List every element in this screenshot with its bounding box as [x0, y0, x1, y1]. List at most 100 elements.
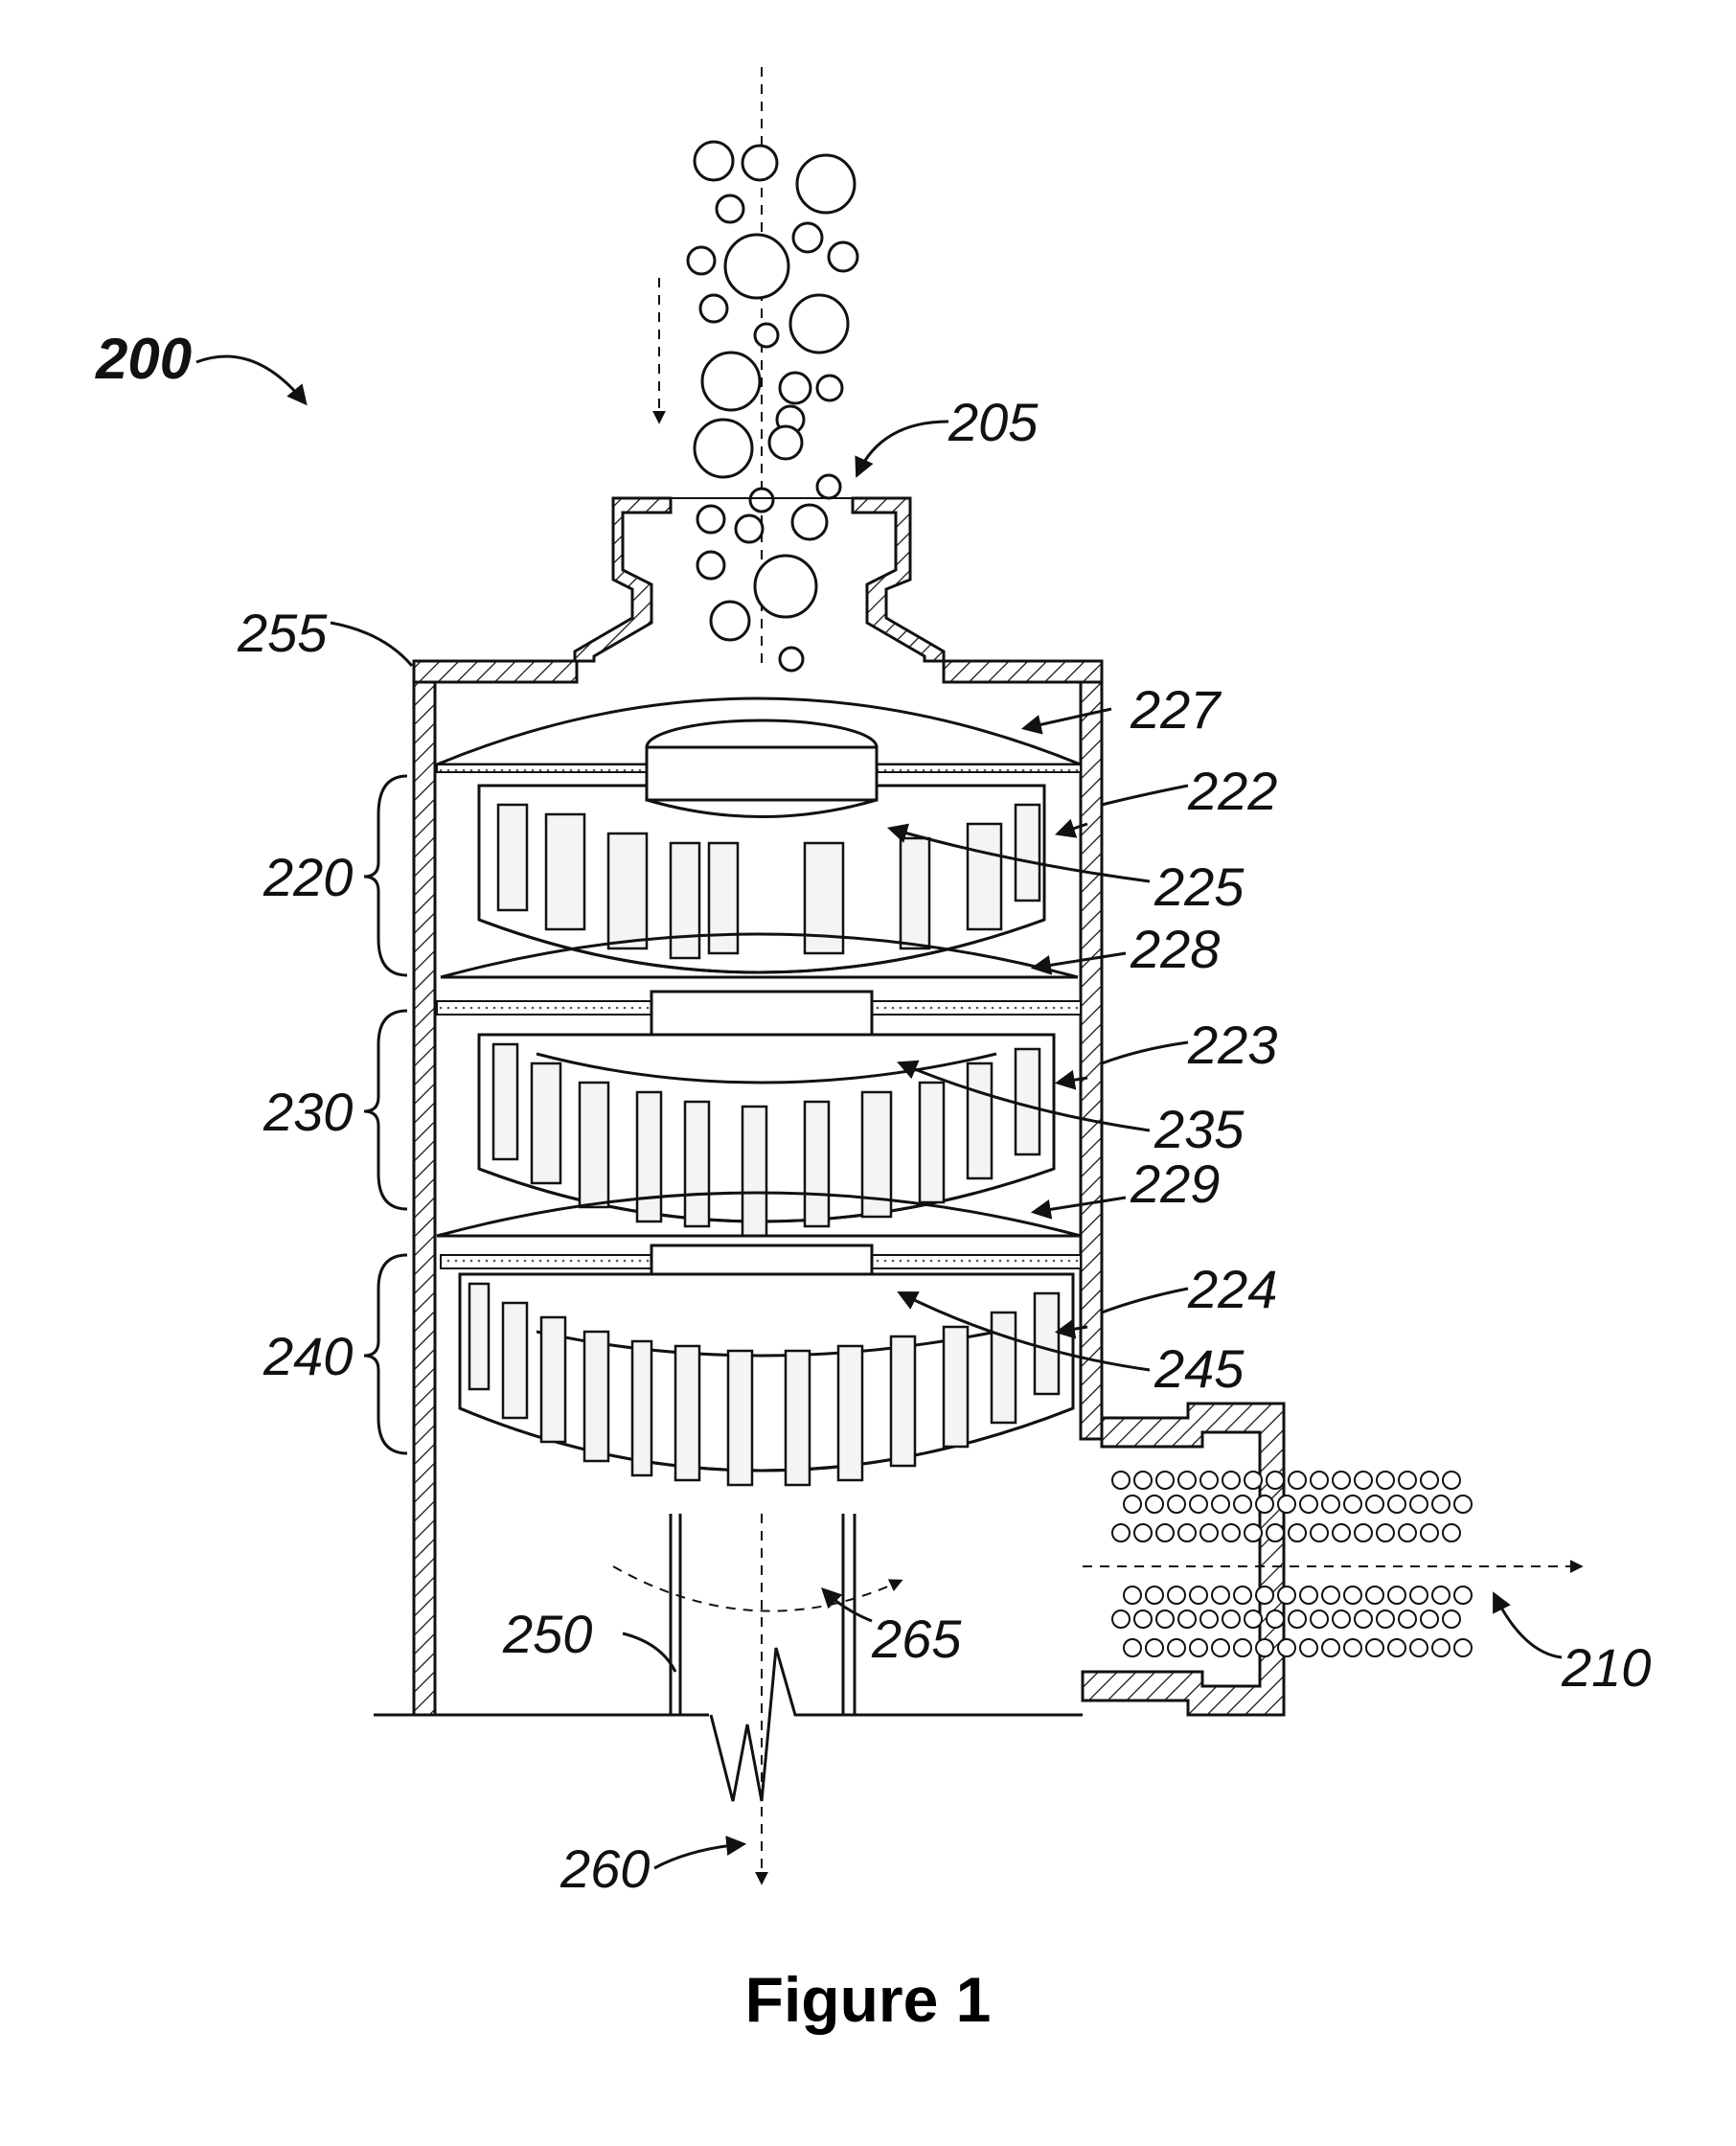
outlet-bubble — [1134, 1610, 1152, 1628]
outlet-bubble — [1178, 1472, 1196, 1489]
outlet-bubble — [1344, 1587, 1361, 1604]
outlet-bubble — [1289, 1610, 1306, 1628]
outlet-bubble — [1124, 1495, 1141, 1513]
outlet-bubble — [1168, 1639, 1185, 1656]
outlet-bubble — [1410, 1495, 1428, 1513]
outlet-bubble — [1168, 1495, 1185, 1513]
outlet-bubble — [1156, 1472, 1174, 1489]
outlet-bubble — [1366, 1639, 1383, 1656]
outlet-bubble — [1146, 1495, 1163, 1513]
outlet-bubble — [1421, 1472, 1438, 1489]
outlet-bubble — [1311, 1524, 1328, 1541]
outlet-bubble — [1366, 1587, 1383, 1604]
outlet-bubble — [1355, 1610, 1372, 1628]
outlet-bubble — [1278, 1587, 1295, 1604]
outlet-bubble — [1256, 1495, 1273, 1513]
outlet-bubble — [1322, 1495, 1339, 1513]
outlet-bubble — [1289, 1524, 1306, 1541]
label-255: 255 — [237, 603, 328, 663]
outlet-bubble — [1388, 1639, 1405, 1656]
outlet-bubble — [1355, 1472, 1372, 1489]
outlet-bubble — [1421, 1524, 1438, 1541]
outlet-bubble — [1410, 1639, 1428, 1656]
outlet-bubble — [1300, 1587, 1317, 1604]
outlet-bubble — [1200, 1524, 1218, 1541]
outlet-bubble — [1443, 1610, 1460, 1628]
inlet-neck-left-wall — [575, 498, 671, 661]
inlet-bubbles — [688, 142, 857, 671]
outlet-bubble — [1355, 1524, 1372, 1541]
outlet-bubble — [1134, 1524, 1152, 1541]
outlet-bubble — [1311, 1472, 1328, 1489]
label-235: 235 — [1154, 1099, 1245, 1159]
outlet-bubbles — [1112, 1472, 1472, 1656]
outlet-bubble — [1234, 1495, 1251, 1513]
outlet-bubble — [1344, 1495, 1361, 1513]
outlet-bubble — [1377, 1472, 1394, 1489]
outlet-bubble — [1399, 1524, 1416, 1541]
label-223: 223 — [1187, 1015, 1277, 1075]
outlet-bubble — [1112, 1472, 1130, 1489]
outlet-bubble — [1333, 1472, 1350, 1489]
outlet-bubble — [1366, 1495, 1383, 1513]
outlet-bubble — [1399, 1472, 1416, 1489]
label-229: 229 — [1130, 1153, 1220, 1214]
outlet-bubble — [1311, 1610, 1328, 1628]
outlet-bubble — [1200, 1472, 1218, 1489]
inlet-flow — [575, 67, 944, 671]
label-210: 210 — [1561, 1637, 1651, 1698]
label-220: 220 — [263, 847, 353, 907]
outlet-bubble — [1212, 1495, 1229, 1513]
outlet-bubble — [1278, 1495, 1295, 1513]
outlet-bubble — [1200, 1610, 1218, 1628]
outlet-bubble — [1190, 1639, 1207, 1656]
outlet-bubble — [1190, 1495, 1207, 1513]
outlet-bubble — [1178, 1524, 1196, 1541]
outlet-bubble — [1388, 1495, 1405, 1513]
outlet-bubble — [1454, 1495, 1472, 1513]
outlet-bubble — [1322, 1639, 1339, 1656]
stage-240 — [441, 1245, 1081, 1485]
outlet-bubble — [1222, 1524, 1240, 1541]
outlet-bubble — [1432, 1639, 1450, 1656]
label-250: 250 — [502, 1604, 592, 1664]
label-227: 227 — [1130, 679, 1222, 740]
label-228: 228 — [1130, 919, 1220, 979]
outlet-bubble — [1322, 1587, 1339, 1604]
inlet-neck-right-wall — [853, 498, 944, 661]
outlet-bubble — [1234, 1587, 1251, 1604]
label-240: 240 — [263, 1326, 353, 1386]
outlet-bubble — [1421, 1610, 1438, 1628]
outlet-bubble — [1432, 1587, 1450, 1604]
outlet-bubble — [1134, 1472, 1152, 1489]
stage-230 — [437, 992, 1081, 1236]
label-245: 245 — [1154, 1338, 1245, 1399]
outlet-bubble — [1168, 1587, 1185, 1604]
figure-caption: Figure 1 — [745, 1964, 992, 2035]
outlet-bubble — [1245, 1524, 1262, 1541]
outlet-bubble — [1146, 1639, 1163, 1656]
outlet-bubble — [1333, 1524, 1350, 1541]
label-224: 224 — [1187, 1259, 1277, 1319]
outlet-bubble — [1377, 1524, 1394, 1541]
outlet-bubble — [1245, 1610, 1262, 1628]
outlet-bubble — [1344, 1639, 1361, 1656]
side-outlet — [1083, 1404, 1581, 1715]
outlet-bubble — [1333, 1610, 1350, 1628]
outlet-bubble — [1245, 1472, 1262, 1489]
outlet-bubble — [1222, 1610, 1240, 1628]
outlet-bubble — [1443, 1472, 1460, 1489]
label-222: 222 — [1187, 761, 1277, 821]
outlet-bubble — [1146, 1587, 1163, 1604]
outlet-bubble — [1212, 1587, 1229, 1604]
outlet-bubble — [1388, 1587, 1405, 1604]
label-225: 225 — [1154, 856, 1245, 917]
outlet-bubble — [1267, 1610, 1284, 1628]
outlet-bubble — [1399, 1610, 1416, 1628]
outlet-bubble — [1454, 1639, 1472, 1656]
label-200: 200 — [95, 327, 192, 391]
outlet-bubble — [1278, 1639, 1295, 1656]
outlet-bubble — [1289, 1472, 1306, 1489]
outlet-bubble — [1156, 1524, 1174, 1541]
